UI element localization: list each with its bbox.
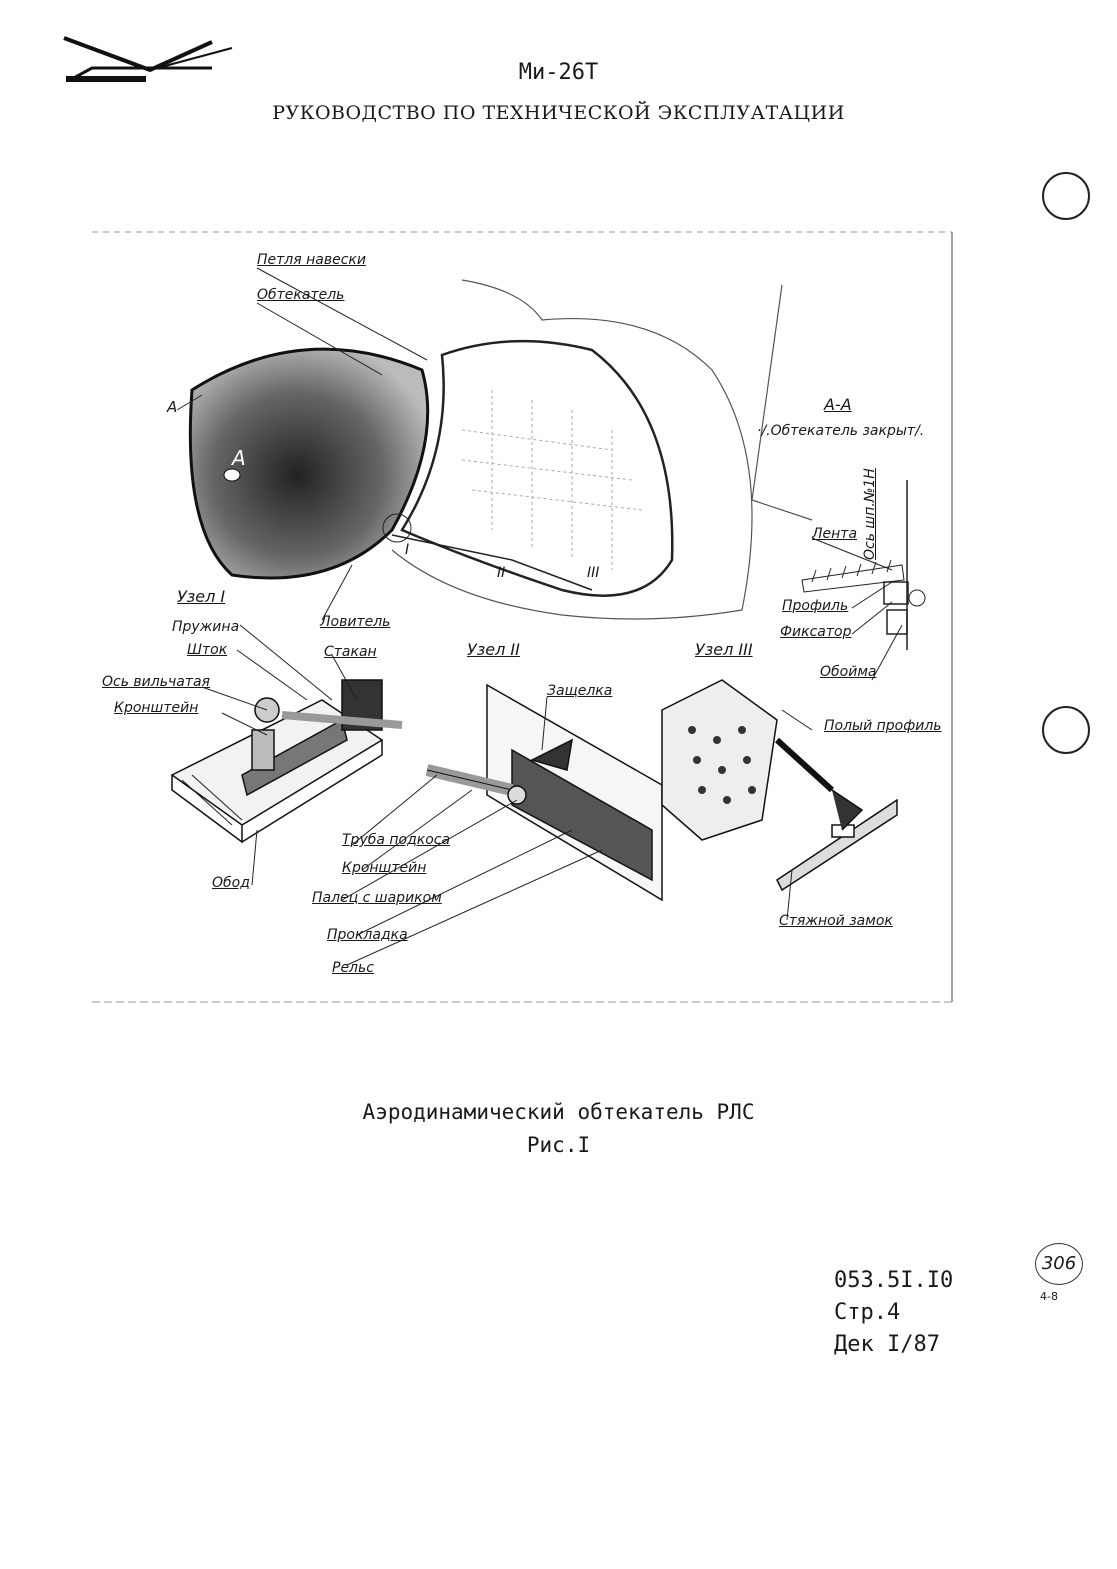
label-turnbuckle: Стяжной замок: [779, 913, 893, 929]
node2-title: Узел II: [467, 640, 520, 659]
node3-drawing: [661, 679, 898, 892]
label-latch: Защелка: [547, 683, 613, 699]
label-node-ref-2: II: [497, 565, 506, 581]
label-section-a: А: [167, 398, 178, 416]
label-rod: Шток: [187, 642, 228, 658]
node1-title: Узел I: [177, 587, 226, 606]
figure-caption: Аэродинамический обтекатель РЛС: [362, 1100, 755, 1124]
label-hollow-profile: Полый профиль: [824, 718, 942, 734]
label-fairing: Обтекатель: [257, 287, 345, 303]
punch-hole-middle: [1042, 706, 1090, 754]
label-hinge-loop: Петля навески: [257, 252, 366, 268]
label-section-note: ·/.Обтекатель закрыт/.: [757, 423, 925, 439]
label-cup: Стакан: [324, 644, 377, 660]
doc-code: 053.5I.I0: [834, 1268, 954, 1293]
technical-figure: Петля навески Обтекатель А А А-А ·/.Обте…: [92, 230, 956, 1005]
figure-number: Рис.I: [526, 1133, 591, 1157]
helicopter-logo: [63, 36, 233, 82]
label-tape: Лента: [812, 526, 858, 542]
label-ball-pin: Палец с шариком: [312, 890, 442, 906]
label-node-ref-1: I: [405, 542, 410, 558]
label-gasket: Прокладка: [327, 927, 408, 943]
label-section-title: А-А: [824, 395, 852, 414]
label-profile: Профиль: [782, 598, 849, 614]
label-latch-fixator: Фиксатор: [780, 624, 852, 640]
label-strut-tube: Труба подкоса: [342, 832, 451, 848]
label-node-ref-3: III: [587, 565, 600, 581]
doc-page: Стр.4: [834, 1300, 901, 1325]
label-frame-axis: Ось шп.№1Н: [862, 468, 878, 560]
manual-title: РУКОВОДСТВО ПО ТЕХНИЧЕСКОЙ ЭКСПЛУАТАЦИИ: [272, 102, 845, 124]
node2-drawing: [425, 683, 663, 902]
node1-drawing: [170, 679, 403, 844]
label-fork-axis: Ось вильчатая: [102, 674, 210, 690]
label-bracket-2: Кронштейн: [342, 860, 427, 876]
page-stamp: 306: [1035, 1243, 1083, 1285]
doc-date: Дек I/87: [834, 1332, 940, 1357]
page-stamp-sub: 4-8: [1040, 1290, 1058, 1303]
label-holder: Обойма: [820, 664, 877, 680]
punch-hole-top: [1042, 172, 1090, 220]
label-rail: Рельс: [332, 960, 374, 976]
label-rim: Обод: [212, 875, 250, 891]
label-catcher: Ловитель: [320, 614, 391, 630]
label-bracket-1: Кронштейн: [114, 700, 199, 716]
aircraft-model: Ми-26Т: [518, 60, 599, 85]
figure-drawing: [92, 231, 953, 1003]
label-spring: Пружина: [172, 619, 240, 635]
label-view-a: А: [232, 446, 246, 470]
node3-title: Узел III: [695, 640, 753, 659]
